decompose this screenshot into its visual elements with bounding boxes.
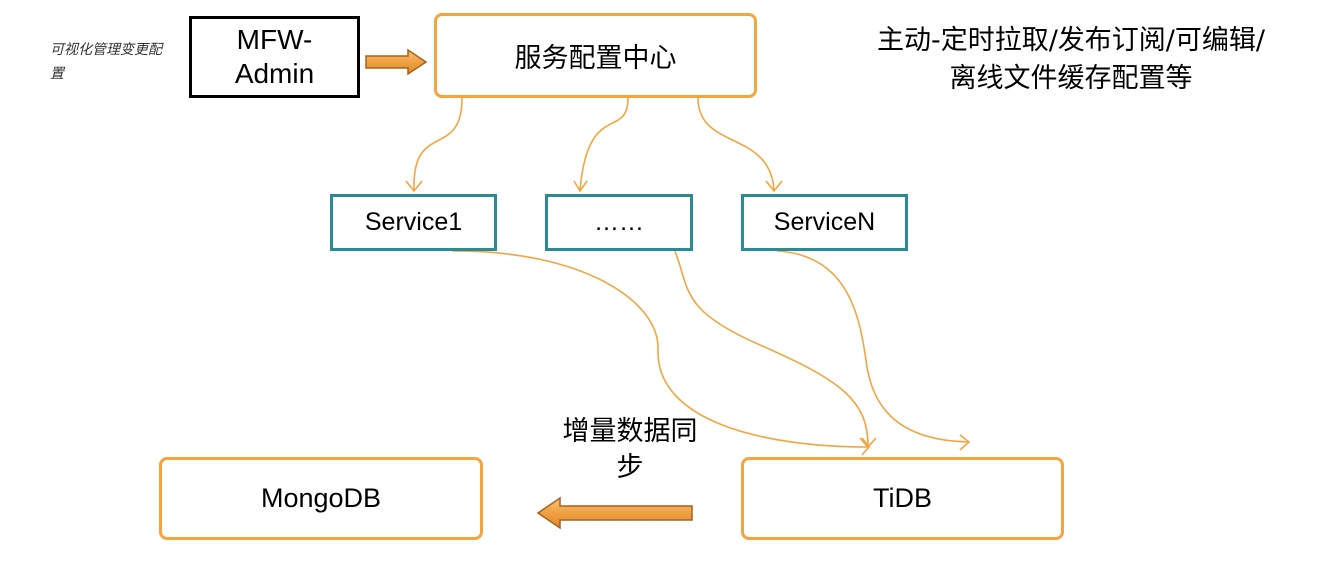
mfw-admin-box: MFW- Admin bbox=[189, 16, 360, 98]
config-to-service1-curve bbox=[413, 97, 463, 191]
tidb-box: TiDB bbox=[741, 457, 1064, 540]
incremental-sync-label: 增量数据同步 bbox=[562, 416, 698, 483]
service-ellipsis-box: …… bbox=[545, 194, 693, 251]
service1-to-tidb-curve bbox=[451, 250, 869, 448]
tidb-label: TiDB bbox=[873, 483, 932, 513]
config-center-label: 服务配置中心 bbox=[514, 43, 677, 74]
arrowhead-tidb-mid bbox=[859, 437, 877, 449]
service-ellipsis-label: …… bbox=[594, 208, 644, 236]
arrowhead-tidb-right bbox=[959, 434, 971, 451]
admin-to-config-arrow bbox=[365, 48, 428, 76]
ellipsis-to-tidb-curve bbox=[674, 250, 869, 447]
config-to-ellipsis-curve bbox=[579, 97, 629, 191]
visual-management-note: 可视化管理变更配置 bbox=[50, 42, 162, 82]
mfw-admin-label: MFW- Admin bbox=[234, 24, 315, 89]
config-center-box: 服务配置中心 bbox=[434, 13, 757, 98]
mongodb-label: MongoDB bbox=[260, 483, 382, 513]
arrowhead-service1 bbox=[405, 180, 423, 193]
arrowhead-serviceN bbox=[765, 180, 783, 193]
config-to-serviceN-curve bbox=[697, 97, 775, 191]
service1-box: Service1 bbox=[330, 194, 497, 251]
feature-note: 主动-定时拉取/发布订阅/可编辑/离线文件缓存配置等 bbox=[876, 25, 1266, 94]
arrowhead-ellipsis bbox=[573, 180, 588, 193]
serviceN-to-tidb-curve bbox=[776, 250, 969, 443]
serviceN-label: ServiceN bbox=[773, 208, 876, 236]
service1-label: Service1 bbox=[364, 208, 463, 236]
serviceN-box: ServiceN bbox=[741, 194, 908, 251]
tidb-to-mongodb-arrow bbox=[536, 496, 693, 530]
mongodb-box: MongoDB bbox=[159, 457, 483, 540]
